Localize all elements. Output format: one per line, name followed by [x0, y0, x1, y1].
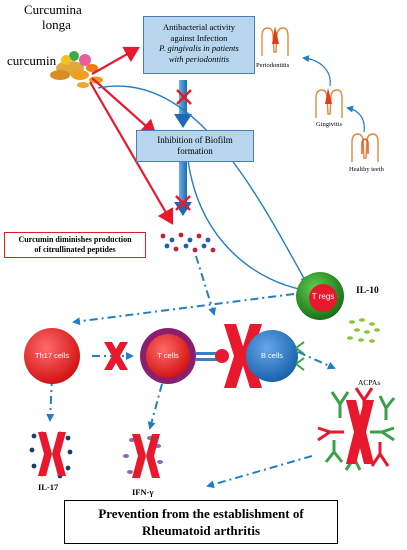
- il10-label: IL-10: [356, 286, 379, 296]
- receptor-connector: [196, 349, 229, 363]
- dashdot-arrows: [46, 255, 336, 489]
- compound-label: curcumin: [7, 53, 57, 68]
- outcome-box: Prevention from the establishment of Rhe…: [64, 500, 338, 544]
- t-cell: [140, 328, 196, 384]
- periodontitis-icon: [261, 26, 289, 56]
- antibacterial-line4: with periodontitis: [168, 53, 230, 64]
- healthy-teeth-icon: [351, 133, 379, 162]
- blue-curve-biofilm-to-tregs: [187, 159, 305, 291]
- healthy-teeth-label: Healthy teeth: [349, 166, 384, 173]
- antibacterial-line2: against Infection: [170, 32, 228, 43]
- acpa-block-x-icon: [346, 400, 374, 464]
- citrullinated-peptides: [160, 232, 216, 253]
- treg-cell: [296, 272, 344, 320]
- citrullinated-line2: of citrullinated peptides: [34, 245, 116, 254]
- red-arrow-to-antibacterial: [91, 46, 140, 75]
- il17-cytokines: [29, 431, 73, 479]
- citrullinated-box: Curcumin diminishes production of citrul…: [4, 232, 146, 258]
- plant-name-line1: Curcumina: [24, 2, 82, 17]
- tcell-label: T cells: [157, 351, 179, 360]
- bcell-label: B cells: [260, 351, 284, 360]
- inhibition-x-icon-1: [176, 89, 192, 105]
- citrullinated-line1: Curcumin diminishes production: [18, 235, 132, 244]
- biofilm-line2: formation: [177, 146, 213, 156]
- antibacterial-line1: Antibacterial activity: [163, 22, 235, 32]
- ifng-cytokines: [123, 434, 163, 478]
- treg-label: T regs: [311, 292, 335, 301]
- antibacterial-line3: P. gingivalis in patients: [159, 43, 239, 53]
- b-cell: [246, 330, 305, 382]
- inhibition-x-icon-2: [175, 195, 191, 211]
- outcome-line1: Prevention from the establishment of: [98, 506, 304, 521]
- turmeric-illustration: [50, 51, 103, 88]
- biofilm-line1: Inhibition of Biofilm: [157, 135, 233, 145]
- th17-block-x-icon: [104, 342, 128, 370]
- acpas-label: ACPAs: [358, 378, 381, 387]
- red-arrow-to-peptides: [89, 81, 174, 225]
- biofilm-box: Inhibition of Biofilm formation: [136, 130, 254, 162]
- plant-name-line2: longa: [42, 17, 71, 32]
- antibacterial-box: Antibacterial activity against Infection…: [143, 16, 255, 74]
- progression-arrow-2: [302, 55, 331, 87]
- th17-label: Th17 cells: [34, 351, 70, 360]
- gingivitis-label: Gingivitis: [316, 121, 343, 128]
- gingivitis-icon: [315, 88, 343, 118]
- plant-name: Curcumina longa: [24, 2, 82, 32]
- il10-cytokines: [347, 318, 380, 343]
- progression-arrow-1: [346, 105, 365, 133]
- periodontitis-label: Periodontitis: [256, 62, 290, 69]
- th17-cell: [24, 328, 80, 384]
- outcome-line2: Rheumatoid arthritis: [141, 523, 261, 538]
- il17-label: IL-17: [38, 482, 59, 492]
- blue-block-arrow-2: [174, 160, 192, 216]
- ifng-label: IFN-γ: [132, 487, 154, 497]
